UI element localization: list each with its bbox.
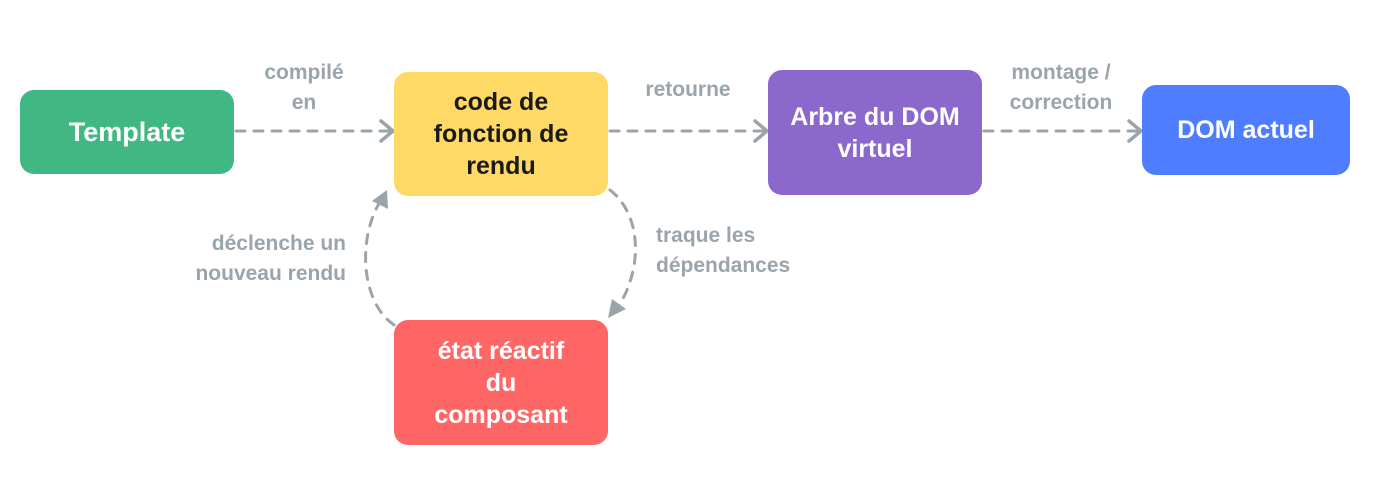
arrowhead-render-code-loop <box>372 190 388 209</box>
arrow-render-code-to-reactive-state <box>608 188 637 314</box>
arrowhead-reactive-state <box>608 299 626 318</box>
edge-label-mount: montage / correction <box>1009 61 1113 114</box>
arrowhead-vdom <box>753 119 769 143</box>
template-node: Template <box>20 90 234 174</box>
arrowhead-real-dom <box>1127 119 1143 143</box>
edge-label-returns: retourne <box>645 78 731 101</box>
edge-label-compiled: compilé en <box>264 61 344 114</box>
vdom-node: Arbre du DOM virtuel <box>768 70 982 195</box>
real-dom-node: DOM actuel <box>1142 85 1350 175</box>
arrow-reactive-state-to-render-code <box>364 194 396 327</box>
reactive-state-node: état réactif du composant <box>394 320 608 445</box>
edge-label-triggers: déclenche un nouveau rendu <box>195 232 346 285</box>
arrowhead-render-code <box>379 119 395 143</box>
edge-label-tracks: traque les dépendances <box>656 224 791 277</box>
render-code-node: code de fonction de rendu <box>394 72 608 196</box>
